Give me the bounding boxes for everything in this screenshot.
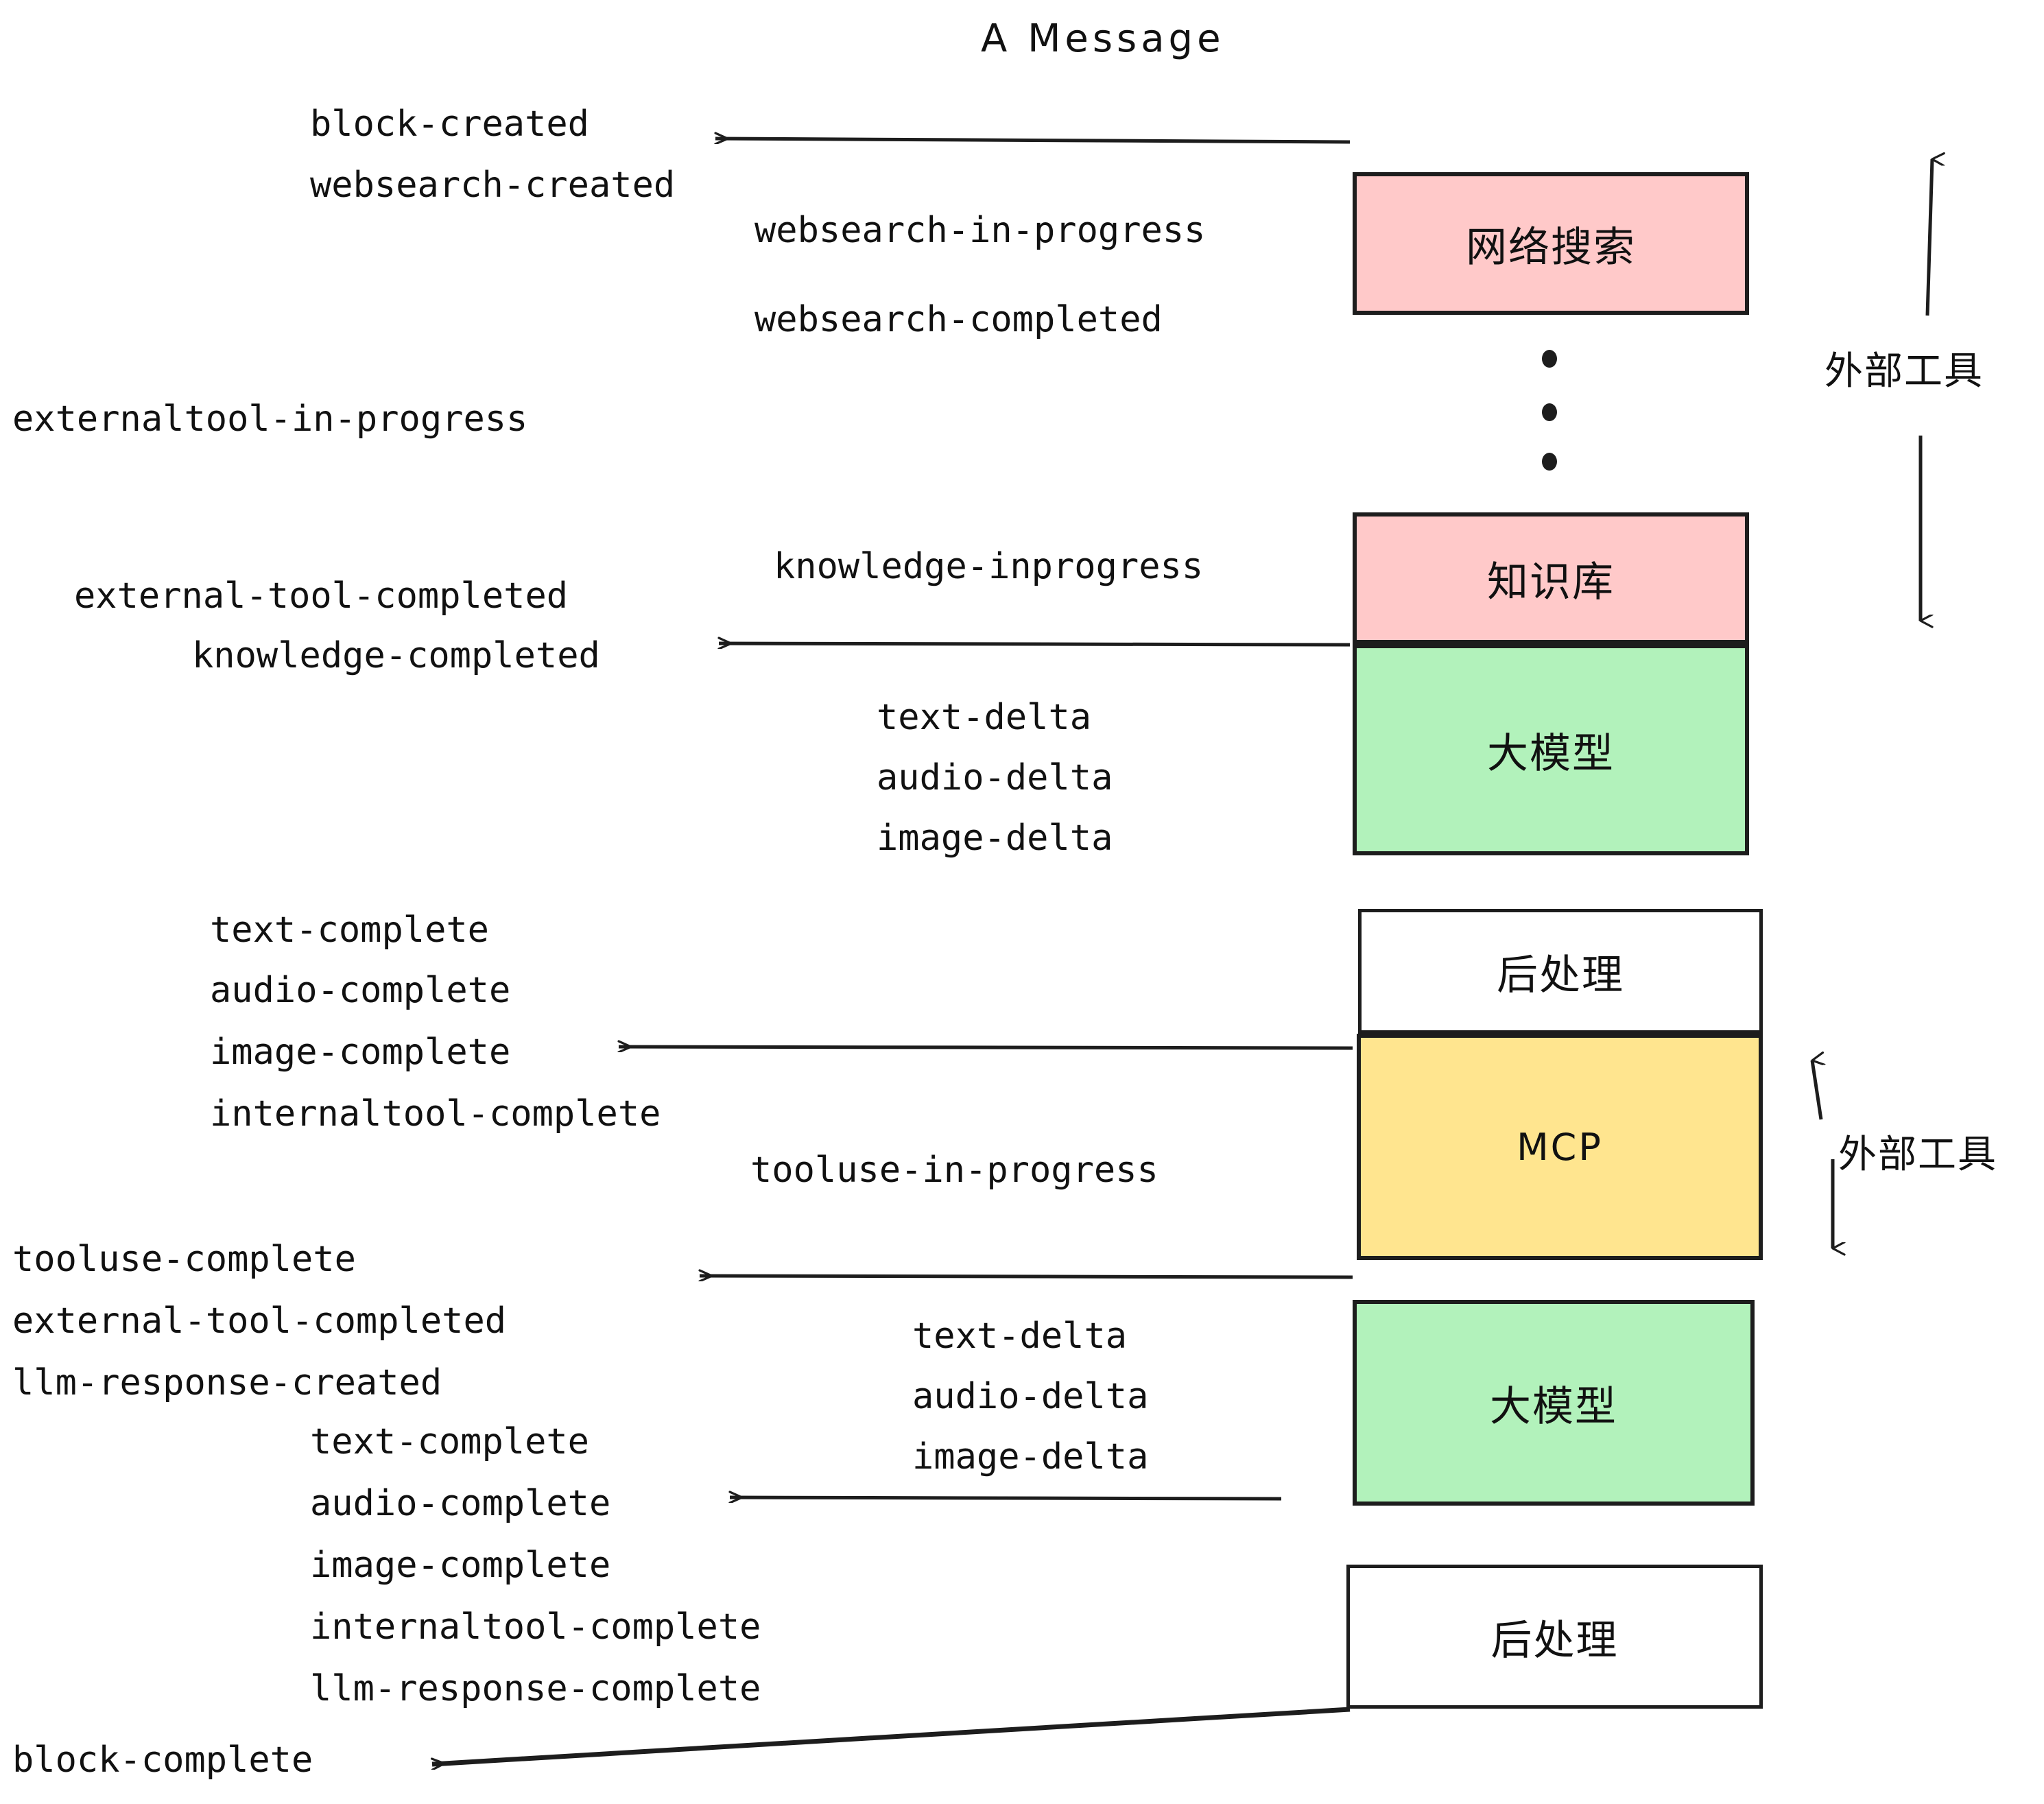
ellipsis-dot-3 [1542, 453, 1557, 471]
event-image-delta-2: image-delta [912, 1436, 1149, 1477]
ellipsis-dot-1 [1542, 350, 1557, 368]
event-text-complete-1: text-complete [210, 910, 489, 951]
box-postprocess-bottom[interactable]: 后处理 [1346, 1565, 1763, 1709]
diagram-title: A Message [981, 16, 1225, 61]
arrow-knowledge-completed [719, 643, 1351, 645]
event-knowledge-completed: knowledge-completed [192, 635, 600, 676]
arrow-external-tool-bottom-up [1810, 1060, 1821, 1120]
arrow-tooluse-complete [700, 1276, 1353, 1277]
box-postprocess-top[interactable]: 后处理 [1358, 909, 1763, 1034]
box-llm-top-label: 大模型 [1487, 729, 1615, 778]
arrow-websearch-to-block-created [715, 139, 1351, 142]
ellipsis-dot-2 [1542, 403, 1557, 421]
event-external-tool-completed-2: external-tool-completed [12, 1301, 507, 1342]
event-tooluse-complete: tooluse-complete [12, 1239, 356, 1280]
event-websearch-created: websearch-created [310, 165, 676, 206]
event-text-complete-2: text-complete [310, 1421, 589, 1462]
event-websearch-in-progress: websearch-in-progress [754, 210, 1206, 251]
box-postprocess-top-label: 后处理 [1497, 951, 1624, 999]
event-image-delta-1: image-delta [877, 818, 1113, 859]
box-llm-bottom-label: 大模型 [1490, 1382, 1617, 1431]
arrow-audio-complete-2 [730, 1497, 1282, 1499]
side-label-external-tool-top: 外部工具 [1825, 349, 1984, 394]
event-block-created: block-created [310, 104, 589, 145]
side-label-external-tool-bottom: 外部工具 [1838, 1132, 1997, 1177]
event-websearch-completed: websearch-completed [754, 299, 1163, 340]
box-websearch[interactable]: 网络搜索 [1353, 172, 1749, 315]
event-text-delta-2: text-delta [912, 1316, 1128, 1357]
box-llm-bottom[interactable]: 大模型 [1353, 1300, 1755, 1506]
event-audio-complete-2: audio-complete [310, 1483, 611, 1524]
box-websearch-label: 网络搜索 [1466, 223, 1636, 272]
box-mcp[interactable]: MCP [1357, 1034, 1763, 1260]
event-externaltool-in-progress: externaltool-in-progress [12, 399, 528, 440]
event-block-complete: block-complete [12, 1740, 313, 1781]
box-knowledge[interactable]: 知识库 [1353, 512, 1749, 644]
event-external-tool-completed-1: external-tool-completed [74, 575, 569, 617]
event-internaltool-complete-2: internaltool-complete [310, 1606, 761, 1648]
box-knowledge-label: 知识库 [1487, 558, 1615, 606]
event-text-delta-1: text-delta [877, 697, 1092, 738]
event-audio-complete-1: audio-complete [210, 970, 511, 1011]
event-tooluse-in-progress: tooluse-in-progress [750, 1150, 1158, 1191]
arrow-image-complete-1 [619, 1047, 1353, 1048]
event-audio-delta-1: audio-delta [877, 757, 1113, 798]
arrow-external-tool-top-up [1925, 159, 1932, 316]
box-postprocess-bottom-label: 后处理 [1490, 1616, 1619, 1665]
event-internaltool-complete-1: internaltool-complete [210, 1093, 661, 1135]
event-llm-response-complete: llm-response-complete [310, 1668, 761, 1709]
arrow-block-complete [432, 1707, 1351, 1764]
event-llm-response-created: llm-response-created [12, 1362, 442, 1403]
event-image-complete-2: image-complete [310, 1545, 611, 1586]
event-knowledge-inprogress: knowledge-inprogress [774, 546, 1204, 587]
box-mcp-label: MCP [1517, 1125, 1603, 1169]
event-audio-delta-2: audio-delta [912, 1376, 1149, 1417]
box-llm-top[interactable]: 大模型 [1353, 644, 1749, 855]
event-image-complete-1: image-complete [210, 1032, 511, 1073]
